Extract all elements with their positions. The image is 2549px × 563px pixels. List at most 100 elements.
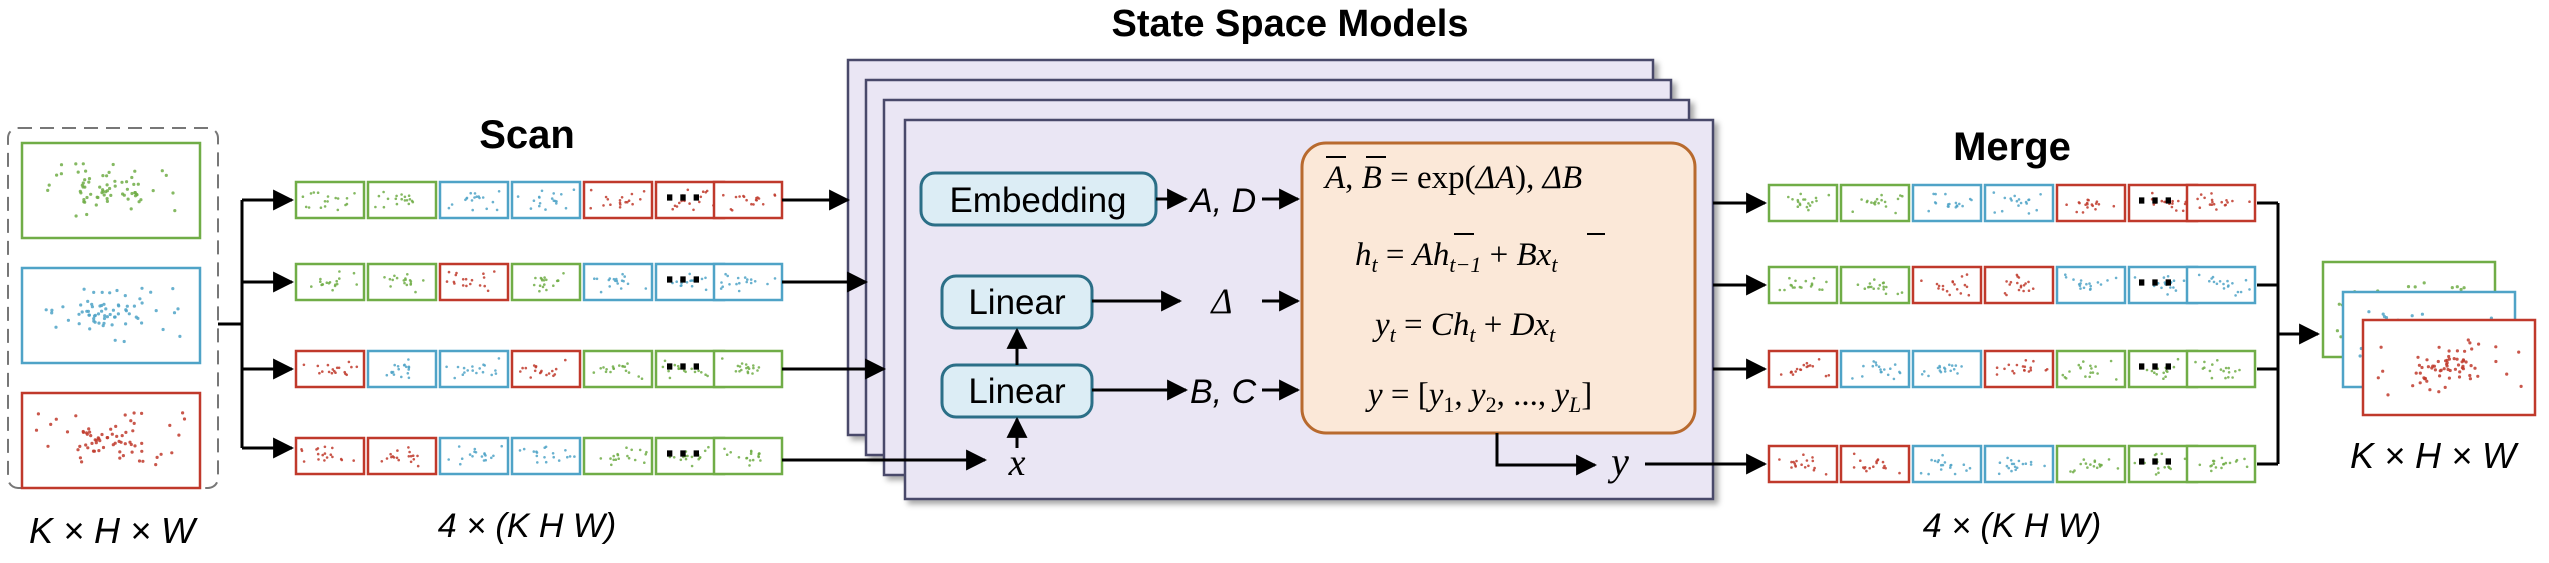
input-group: K × H × W (7, 127, 219, 551)
bc-label: B, C (1190, 373, 1257, 411)
output-images (2321, 260, 2537, 417)
scan-tile (438, 262, 510, 302)
merge-tile (1911, 183, 1983, 223)
merge-tile (1839, 349, 1911, 389)
linear-top-label: Linear (968, 283, 1066, 322)
scan-tile (366, 436, 438, 476)
equation-output: yt = Cht + Dxt (1372, 307, 1556, 347)
merge-tile (1767, 183, 1839, 223)
merge-tile (2127, 349, 2199, 389)
merge-ellipsis: ⋯ (2135, 260, 2175, 304)
delta-label: Δ (1209, 281, 1232, 321)
merge-ellipsis: ⋯ (2135, 439, 2175, 483)
scan-tile-last (712, 349, 784, 389)
merge-tile (1839, 265, 1911, 305)
merge-ellipsis: ⋯ (2135, 344, 2175, 388)
scan-tile-last (712, 180, 784, 220)
merge-tile (1839, 183, 1911, 223)
merge-row-1: ⋯ (1767, 178, 2257, 223)
scan-tile (654, 349, 726, 389)
scan-ellipsis: ⋯ (663, 257, 703, 301)
ssm-to-merge-arrows (1713, 192, 1768, 380)
merge-tile (1911, 349, 1983, 389)
merge-row-3: ⋯ (1767, 344, 2257, 389)
scan-tile (582, 262, 654, 302)
equations: A, B = exp(ΔA), ΔB ht = Aht−1 + Bxt yt =… (1323, 156, 1605, 417)
input-image-2 (20, 266, 202, 365)
merge-dims-label: 4 × (K H W) (1923, 507, 2102, 545)
scan-dims-label: 4 × (K H W) (438, 507, 617, 545)
scan-tile (294, 180, 366, 220)
merge-ellipsis: ⋯ (2135, 178, 2175, 222)
input-dashed-frame (7, 127, 219, 489)
scan-row-1: ⋯ (294, 175, 784, 220)
scan-tile (294, 349, 366, 389)
equation-discretization: A, B = exp(ΔA), ΔB (1323, 160, 1582, 196)
merge-connector (2257, 201, 2321, 466)
merge-tile-last (2185, 349, 2257, 389)
scan-tile (438, 180, 510, 220)
scan-tile (438, 349, 510, 389)
merge-tile-last (2185, 183, 2257, 223)
ssm-internals: Embedding A, D Linear Δ Linear B, C x A,… (919, 141, 1768, 484)
merge-tile (2055, 183, 2127, 223)
scan-tile (294, 262, 366, 302)
equation-state-update: ht = Aht−1 + Bxt (1355, 237, 1558, 277)
merge-row-4: ⋯ (1767, 439, 2257, 484)
scan-to-ssm-arrows (782, 189, 988, 471)
merge-tile (1983, 444, 2055, 484)
scan-tile (510, 262, 582, 302)
merge-tile (1911, 444, 1983, 484)
merge-title: Merge (1953, 125, 2071, 169)
merge-tile (1839, 444, 1911, 484)
scan-ellipsis: ⋯ (663, 344, 703, 388)
merge-rows: ⋯ ⋯ ⋯ ⋯ (1767, 178, 2257, 484)
scan-tile (582, 180, 654, 220)
merge-row-2: ⋯ (1767, 260, 2257, 305)
merge-tile (1983, 349, 2055, 389)
output-group: K × H × W (2321, 260, 2537, 476)
merge-tile (1983, 265, 2055, 305)
merge-tile-last (2185, 265, 2257, 305)
scan-tile (366, 349, 438, 389)
scan-tile (510, 436, 582, 476)
output-image-3 (2361, 318, 2537, 417)
equation-sequence: y = [y1, y2, ..., yL] (1365, 377, 1592, 417)
merge-tile (2055, 444, 2127, 484)
scan-tile (582, 436, 654, 476)
scan-rows: ⋯ ⋯ ⋯ ⋯ (294, 175, 784, 476)
scan-tile (438, 436, 510, 476)
scan-ellipsis: ⋯ (663, 431, 703, 475)
linear-bottom-label: Linear (968, 372, 1066, 411)
merge-tile (2127, 444, 2199, 484)
scan-row-3: ⋯ (294, 344, 784, 389)
merge-tile (2055, 349, 2127, 389)
y-label: y (1607, 439, 1629, 484)
scan-tile (510, 180, 582, 220)
merge-tile (1983, 183, 2055, 223)
scan-tile (582, 349, 654, 389)
scan-tile-last (712, 436, 784, 476)
scan-tile (366, 180, 438, 220)
merge-tile (1767, 444, 1839, 484)
scan-row-2: ⋯ (294, 257, 784, 302)
scan-tile-last (712, 262, 784, 302)
merge-tile-last (2185, 444, 2257, 484)
merge-tile (1767, 349, 1839, 389)
x-label: x (1008, 442, 1026, 484)
output-dims-label: K × H × W (2350, 435, 2519, 476)
input-images (20, 141, 202, 490)
scan-title: Scan (479, 113, 575, 157)
diagram-title: State Space Models (1112, 3, 1469, 45)
scan-tile (294, 436, 366, 476)
split-connector (218, 189, 295, 459)
input-dims-label: K × H × W (29, 510, 198, 551)
scan-tile (366, 262, 438, 302)
embedding-label: Embedding (949, 181, 1126, 220)
scan-row-4: ⋯ (294, 431, 784, 476)
merge-tile (2055, 265, 2127, 305)
input-image-3 (20, 391, 202, 490)
input-image-1 (20, 141, 202, 240)
merge-tile (1767, 265, 1839, 305)
